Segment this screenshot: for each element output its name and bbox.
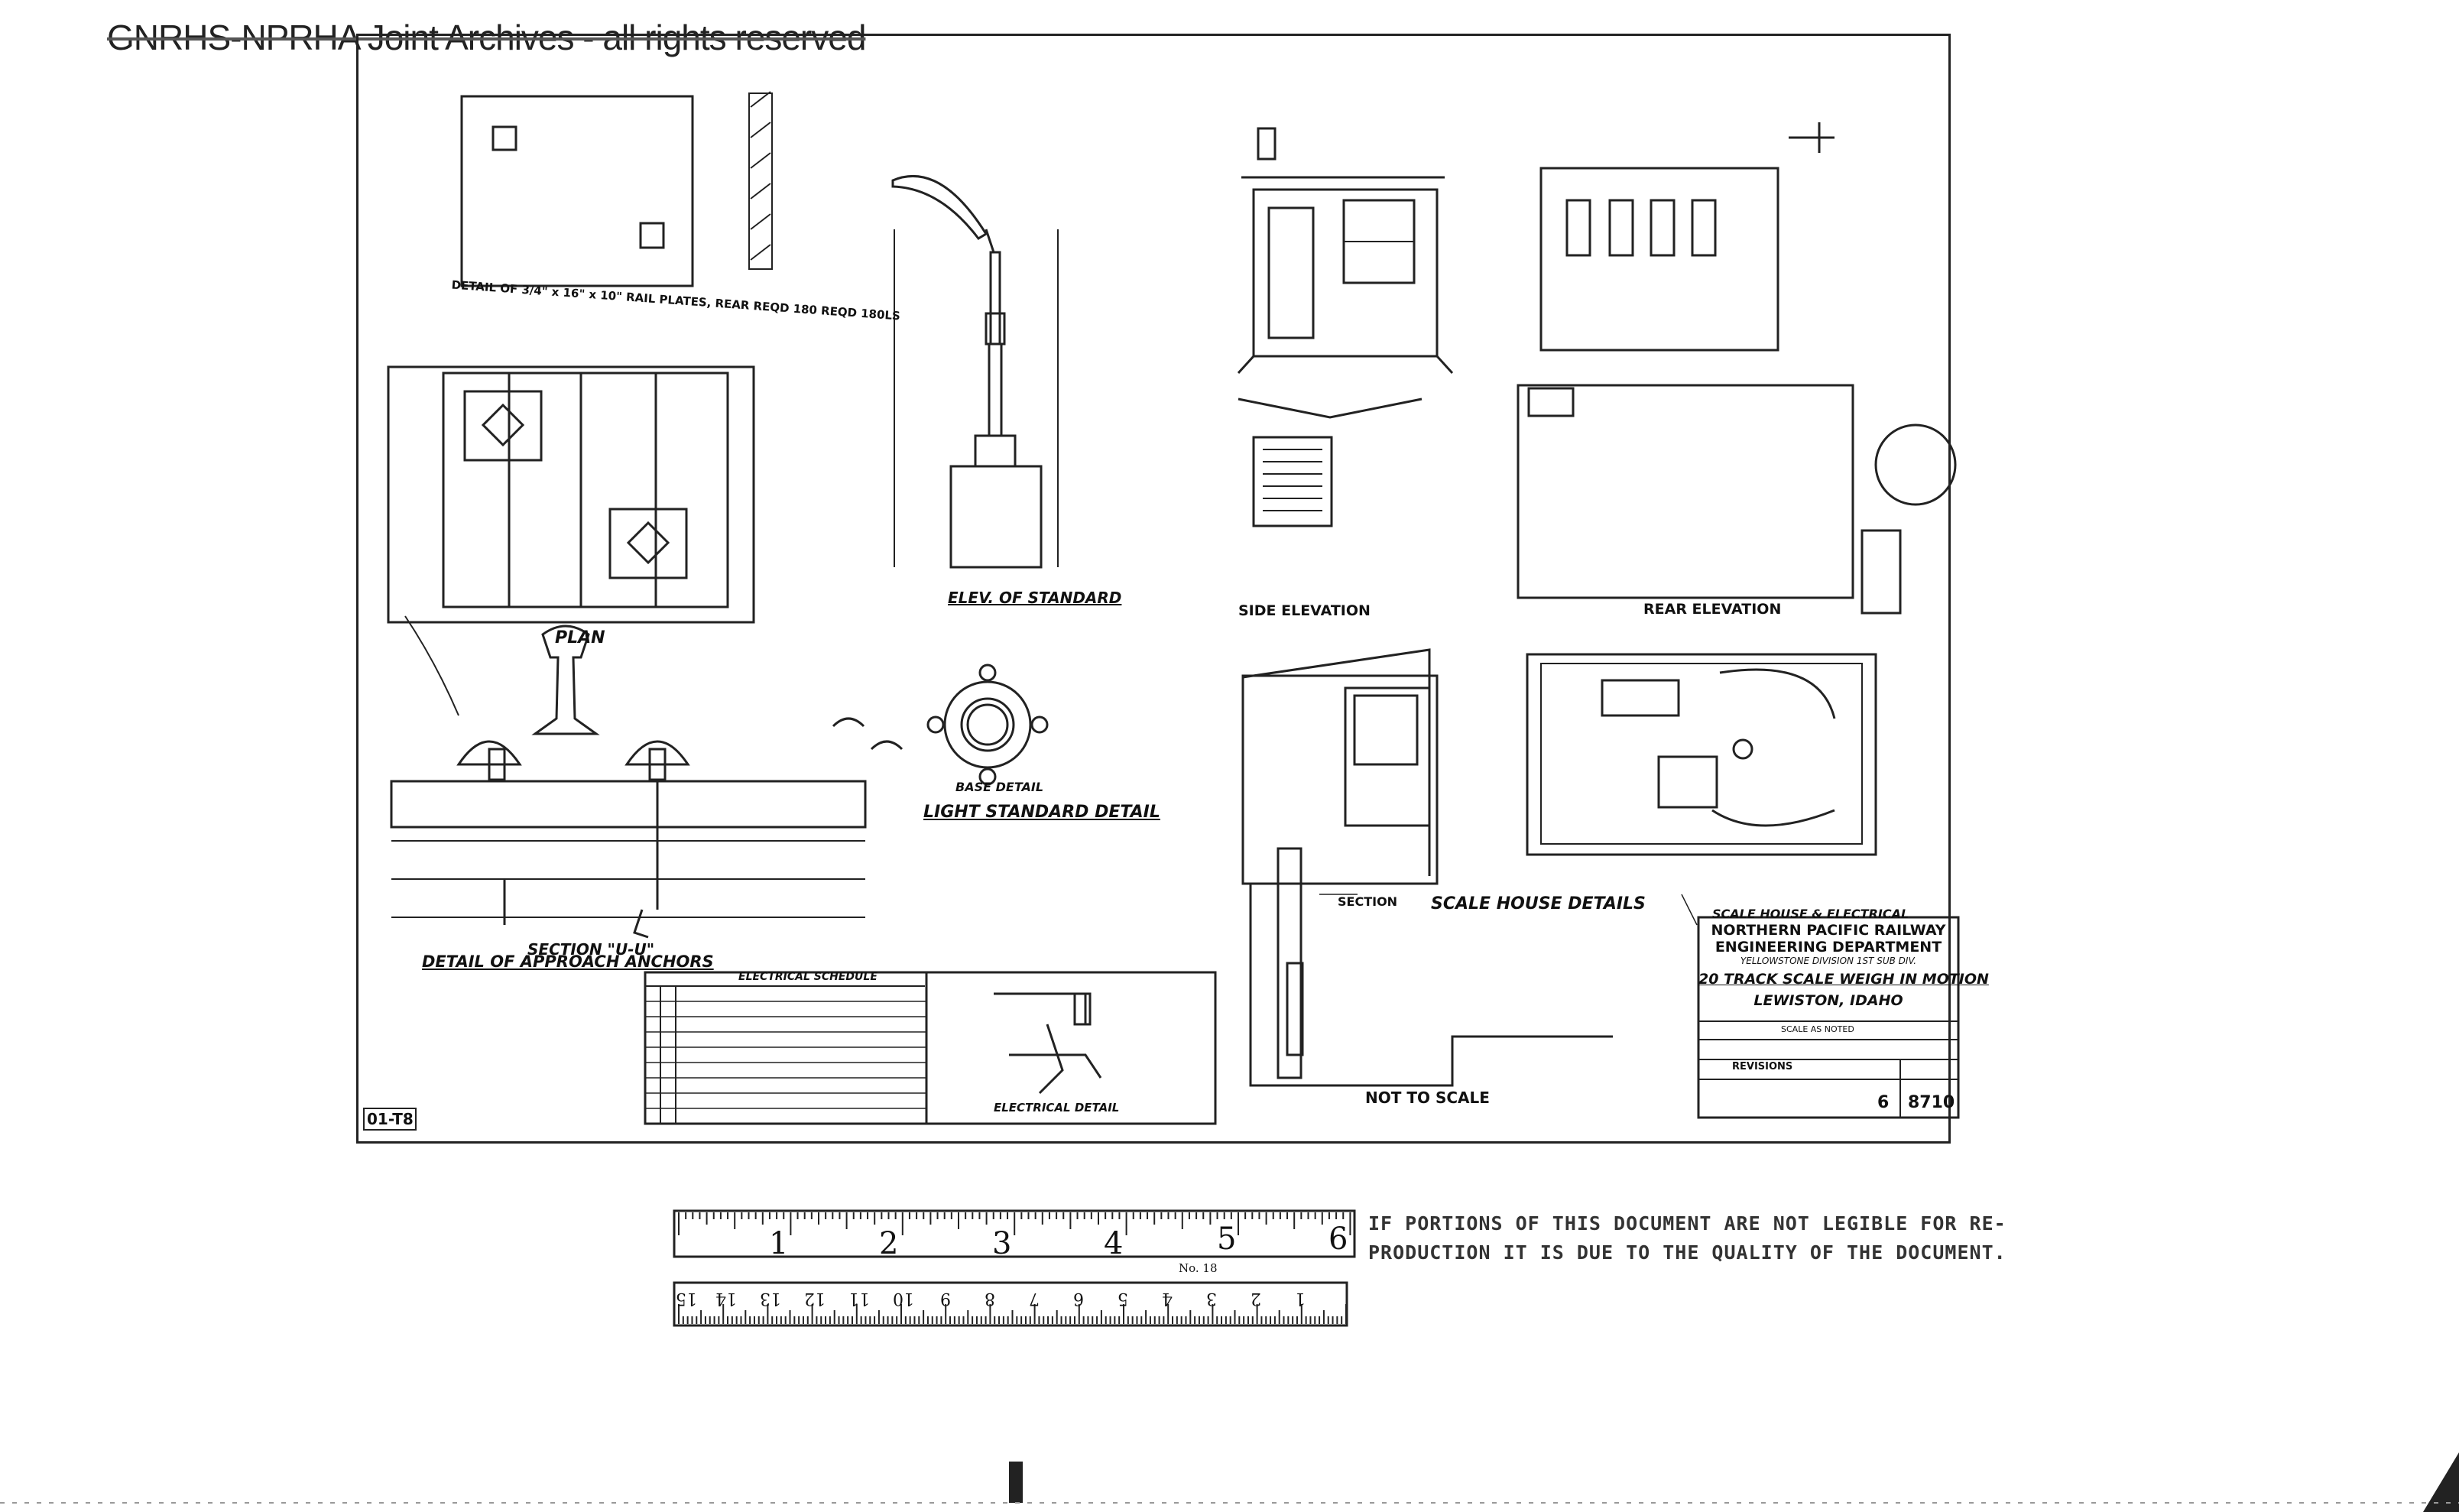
drawing-sheet-frame	[356, 34, 1951, 1144]
title-block-division: YELLOWSTONE DIVISION 1ST SUB DIV.	[1740, 956, 1917, 966]
label-elev-standard: ELEV. OF STANDARD	[948, 589, 1122, 607]
ruler-ticks	[673, 1209, 1356, 1327]
legibility-notice-line-1: IF PORTIONS OF THIS DOCUMENT ARE NOT LEG…	[1368, 1212, 2006, 1235]
ruler-cm-13: 13	[760, 1289, 781, 1308]
title-block-location: LEWISTON, IDAHO	[1753, 992, 1903, 1009]
ruler-cm-10: 10	[893, 1289, 914, 1308]
label-section: SECTION	[1338, 894, 1398, 909]
legibility-notice-line-2: PRODUCTION IT IS DUE TO THE QUALITY OF T…	[1368, 1241, 2006, 1264]
ruler-cm-1: 1	[1295, 1289, 1306, 1308]
ruler-cm-2: 2	[1251, 1289, 1261, 1308]
sheet-stamp: 01-T8	[367, 1110, 414, 1128]
ruler-cm-3: 3	[1206, 1289, 1217, 1308]
title-block-project: 20 TRACK SCALE WEIGH IN MOTION	[1698, 971, 1989, 988]
label-scale-house-electrical: SCALE HOUSE & ELECTRICAL	[1712, 907, 1909, 921]
ruler-cm-11: 11	[848, 1289, 870, 1308]
label-base-detail: BASE DETAIL	[955, 780, 1044, 794]
title-block-railway: NORTHERN PACIFIC RAILWAY	[1711, 922, 1946, 939]
ruler-cm-12: 12	[804, 1289, 826, 1308]
title-block-sheet-number: 6	[1877, 1093, 1890, 1112]
label-not-to-scale: NOT TO SCALE	[1365, 1089, 1490, 1107]
label-electrical-schedule: ELECTRICAL SCHEDULE	[738, 971, 878, 983]
title-block-scale: SCALE AS NOTED	[1781, 1024, 1854, 1034]
ruler-inch-3: 3	[992, 1226, 1012, 1261]
label-electrical-detail: ELECTRICAL DETAIL	[994, 1101, 1120, 1115]
measuring-ruler: 1 2 3 4 5 6 No. 18 1 2 3 4 5 6 7 8 9 10 …	[673, 1209, 1356, 1329]
ruler-inch-2: 2	[879, 1226, 899, 1261]
archive-watermark: GNRHS-NPRHA Joint Archives - all rights …	[107, 18, 866, 57]
ruler-cm-9: 9	[940, 1289, 951, 1308]
label-section-uu: SECTION "U-U"	[527, 940, 655, 959]
ruler-inch-5: 5	[1217, 1222, 1237, 1257]
ruler-cm-15: 15	[676, 1289, 697, 1308]
legibility-notice: IF PORTIONS OF THIS DOCUMENT ARE NOT LEG…	[1368, 1209, 2010, 1267]
ruler-cm-8: 8	[985, 1289, 995, 1308]
label-scale-house-details: SCALE HOUSE DETAILS	[1431, 894, 1646, 913]
label-side-elevation: SIDE ELEVATION	[1238, 602, 1371, 619]
label-rear-elevation: REAR ELEVATION	[1643, 601, 1782, 618]
ruler-cm-7: 7	[1029, 1289, 1040, 1308]
label-light-standard-detail: LIGHT STANDARD DETAIL	[923, 803, 1160, 822]
ruler-cm-6: 6	[1073, 1289, 1084, 1308]
label-approach-anchors: DETAIL OF APPROACH ANCHORS	[422, 952, 714, 971]
title-block-drawing-number: 8710	[1908, 1093, 1955, 1112]
title-block: NORTHERN PACIFIC RAILWAY ENGINEERING DEP…	[1698, 922, 1989, 1009]
title-block-department: ENGINEERING DEPARTMENT	[1714, 939, 1942, 956]
ruler-cm-14: 14	[715, 1289, 737, 1308]
ruler-maker-mark: No. 18	[1179, 1261, 1218, 1275]
ruler-inch-6: 6	[1328, 1222, 1348, 1257]
ruler-inch-4: 4	[1104, 1226, 1124, 1261]
label-plan: PLAN	[555, 628, 605, 647]
ruler-inch-1: 1	[769, 1226, 789, 1261]
ruler-cm-4: 4	[1162, 1289, 1173, 1308]
ruler-cm-5: 5	[1118, 1289, 1128, 1308]
ruler-cm-scale: 1 2 3 4 5 6 7 8 9 10 11 12 13 14 15	[673, 1286, 1345, 1324]
title-block-revisions: REVISIONS	[1732, 1061, 1793, 1072]
